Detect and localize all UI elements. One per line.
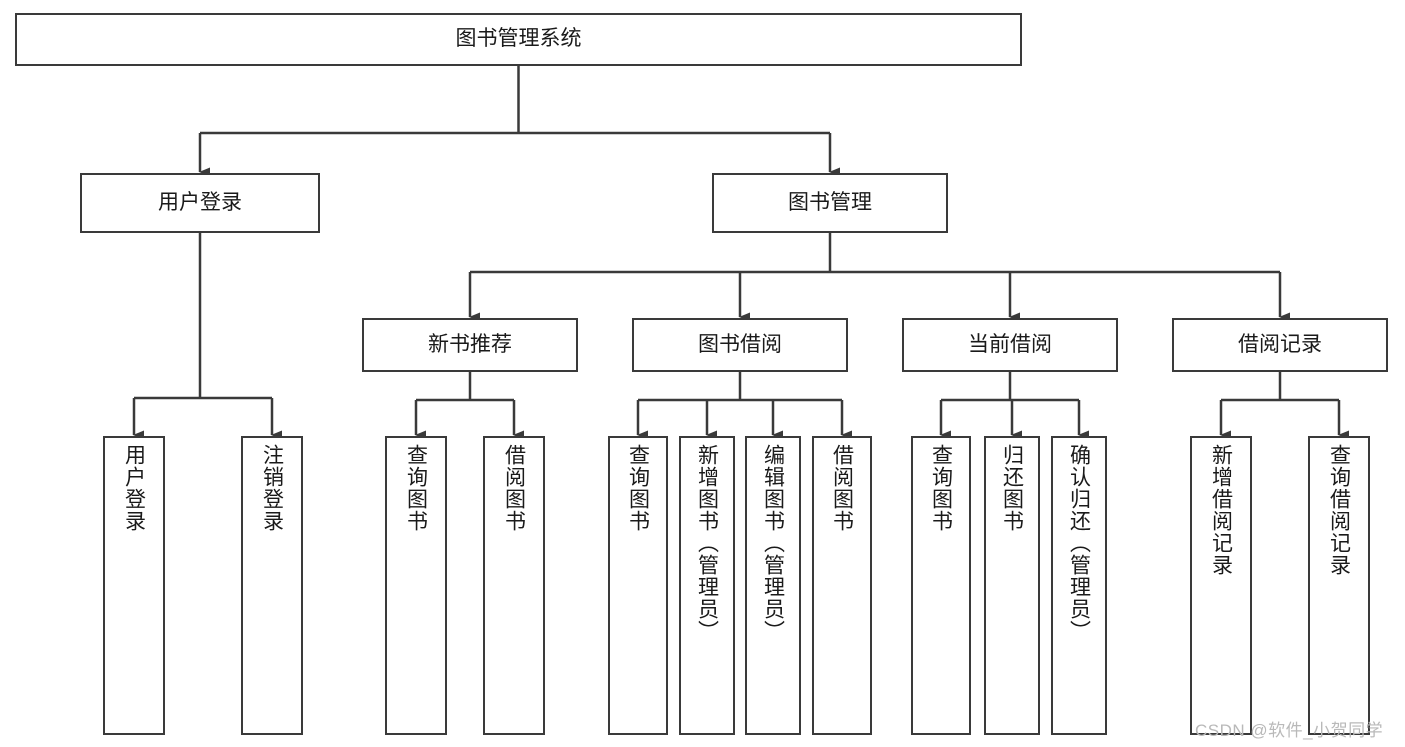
node-label: 借阅图书 <box>502 444 526 532</box>
node-leaf-user-login[interactable]: 用户登录 <box>103 436 165 735</box>
node-label: 新增借阅记录 <box>1209 444 1233 576</box>
node-label: 确认归还（管理员） <box>1067 444 1091 642</box>
node-new-book-rec[interactable]: 新书推荐 <box>362 318 578 372</box>
node-leaf-add-book[interactable]: 新增图书（管理员） <box>679 436 735 735</box>
node-leaf-borrow-book-1[interactable]: 借阅图书 <box>483 436 545 735</box>
node-borrow-record[interactable]: 借阅记录 <box>1172 318 1388 372</box>
node-leaf-confirm-return[interactable]: 确认归还（管理员） <box>1051 436 1107 735</box>
node-leaf-edit-book[interactable]: 编辑图书（管理员） <box>745 436 801 735</box>
node-leaf-query-book-2[interactable]: 查询图书 <box>608 436 668 735</box>
node-leaf-borrow-book-2[interactable]: 借阅图书 <box>812 436 872 735</box>
node-label: 当前借阅 <box>968 332 1052 356</box>
node-book-manage[interactable]: 图书管理 <box>712 173 948 233</box>
node-leaf-return-book[interactable]: 归还图书 <box>984 436 1040 735</box>
node-label: 图书借阅 <box>698 332 782 356</box>
node-root[interactable]: 图书管理系统 <box>15 13 1022 66</box>
node-current-borrow[interactable]: 当前借阅 <box>902 318 1118 372</box>
node-label: 新书推荐 <box>428 332 512 356</box>
node-label: 用户登录 <box>122 444 146 532</box>
node-leaf-user-logout[interactable]: 注销登录 <box>241 436 303 735</box>
node-user-login[interactable]: 用户登录 <box>80 173 320 233</box>
node-leaf-add-record[interactable]: 新增借阅记录 <box>1190 436 1252 735</box>
node-book-borrow[interactable]: 图书借阅 <box>632 318 848 372</box>
node-leaf-query-book-1[interactable]: 查询图书 <box>385 436 447 735</box>
node-label: 用户登录 <box>158 190 242 214</box>
node-leaf-query-book-3[interactable]: 查询图书 <box>911 436 971 735</box>
node-label: 新增图书（管理员） <box>695 444 719 642</box>
node-label: 查询借阅记录 <box>1327 444 1351 576</box>
node-label: 查询图书 <box>929 444 953 532</box>
node-label: 注销登录 <box>260 444 284 532</box>
node-label: 借阅记录 <box>1238 332 1322 356</box>
node-label: 借阅图书 <box>830 444 854 532</box>
node-leaf-query-record[interactable]: 查询借阅记录 <box>1308 436 1370 735</box>
node-label: 图书管理 <box>788 190 872 214</box>
node-label: 查询图书 <box>626 444 650 532</box>
node-label: 图书管理系统 <box>455 27 582 51</box>
node-label: 归还图书 <box>1000 444 1024 532</box>
watermark-label: CSDN @软件_小贺同学 <box>1195 721 1384 740</box>
node-label: 查询图书 <box>404 444 428 532</box>
node-label: 编辑图书（管理员） <box>761 444 785 642</box>
